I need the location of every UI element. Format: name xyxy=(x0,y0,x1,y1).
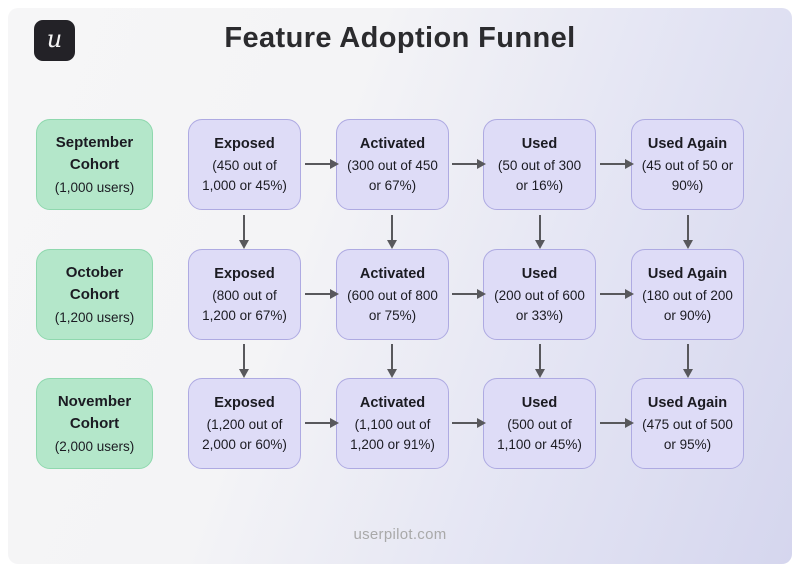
stage-label: Activated xyxy=(359,394,426,411)
cohort-box-september: September Cohort (1,000 users) xyxy=(36,119,153,210)
stage-label: Exposed xyxy=(214,265,275,282)
arrow-right-icon xyxy=(600,159,634,169)
stage-box-used: Used (50 out of 300 or 16%) xyxy=(483,119,596,210)
stage-detail: (200 out of 600 or 33%) xyxy=(494,288,585,323)
stage-box-activated: Activated (600 out of 800 or 75%) xyxy=(336,249,449,340)
stage-box-activated: Activated (1,100 out of 1,200 or 91%) xyxy=(336,378,449,469)
cohort-box-november: November Cohort (2,000 users) xyxy=(36,378,153,469)
arrow-down-icon xyxy=(239,344,249,378)
stage-box-exposed: Exposed (800 out of 1,200 or 67%) xyxy=(188,249,301,340)
stage-detail: (800 out of 1,200 or 67%) xyxy=(202,288,287,323)
stage-label: Used xyxy=(521,394,558,411)
stage-label: Exposed xyxy=(214,135,275,152)
stage-box-used-again: Used Again (180 out of 200 or 90%) xyxy=(631,249,744,340)
arrow-right-icon xyxy=(600,418,634,428)
arrow-right-icon xyxy=(305,418,339,428)
cohort-name: November Cohort xyxy=(57,392,132,433)
cohort-size: (1,200 users) xyxy=(54,309,135,325)
userpilot-logo: u xyxy=(34,20,75,61)
stage-box-used: Used (500 out of 1,100 or 45%) xyxy=(483,378,596,469)
stage-box-exposed: Exposed (450 out of 1,000 or 45%) xyxy=(188,119,301,210)
stage-box-used-again: Used Again (45 out of 50 or 90%) xyxy=(631,119,744,210)
stage-detail: (1,200 out of 2,000 or 60%) xyxy=(202,417,287,452)
stage-detail: (300 out of 450 or 67%) xyxy=(347,158,438,193)
stage-label: Used Again xyxy=(647,265,728,282)
cohort-name: October Cohort xyxy=(65,263,124,304)
stage-detail: (600 out of 800 or 75%) xyxy=(347,288,438,323)
stage-label: Exposed xyxy=(214,394,275,411)
stage-detail: (475 out of 500 or 95%) xyxy=(642,417,733,452)
stage-label: Used xyxy=(521,135,558,152)
arrow-down-icon xyxy=(683,215,693,249)
stage-detail: (450 out of 1,000 or 45%) xyxy=(202,158,287,193)
arrow-down-icon xyxy=(239,215,249,249)
arrow-down-icon xyxy=(387,344,397,378)
footer-url: userpilot.com xyxy=(353,526,447,543)
arrow-down-icon xyxy=(683,344,693,378)
stage-box-used: Used (200 out of 600 or 33%) xyxy=(483,249,596,340)
stage-detail: (45 out of 50 or 90%) xyxy=(641,158,734,193)
arrow-down-icon xyxy=(535,215,545,249)
stage-detail: (500 out of 1,100 or 45%) xyxy=(497,417,582,452)
arrow-right-icon xyxy=(452,289,486,299)
page-title: Feature Adoption Funnel xyxy=(224,22,576,54)
stage-label: Used Again xyxy=(647,135,728,152)
cohort-size: (2,000 users) xyxy=(54,438,135,454)
stage-label: Activated xyxy=(359,135,426,152)
logo-letter: u xyxy=(46,25,63,53)
stage-label: Used Again xyxy=(647,394,728,411)
cohort-name: September Cohort xyxy=(55,133,134,174)
arrow-right-icon xyxy=(600,289,634,299)
arrow-down-icon xyxy=(535,344,545,378)
arrow-down-icon xyxy=(387,215,397,249)
stage-label: Activated xyxy=(359,265,426,282)
stage-detail: (180 out of 200 or 90%) xyxy=(642,288,733,323)
stage-detail: (1,100 out of 1,200 or 91%) xyxy=(350,417,435,452)
arrow-right-icon xyxy=(305,289,339,299)
stage-box-exposed: Exposed (1,200 out of 2,000 or 60%) xyxy=(188,378,301,469)
cohort-box-october: October Cohort (1,200 users) xyxy=(36,249,153,340)
arrow-right-icon xyxy=(452,418,486,428)
arrow-right-icon xyxy=(452,159,486,169)
stage-label: Used xyxy=(521,265,558,282)
stage-box-activated: Activated (300 out of 450 or 67%) xyxy=(336,119,449,210)
stage-box-used-again: Used Again (475 out of 500 or 95%) xyxy=(631,378,744,469)
stage-detail: (50 out of 300 or 16%) xyxy=(497,158,582,193)
cohort-size: (1,000 users) xyxy=(54,179,135,195)
arrow-right-icon xyxy=(305,159,339,169)
